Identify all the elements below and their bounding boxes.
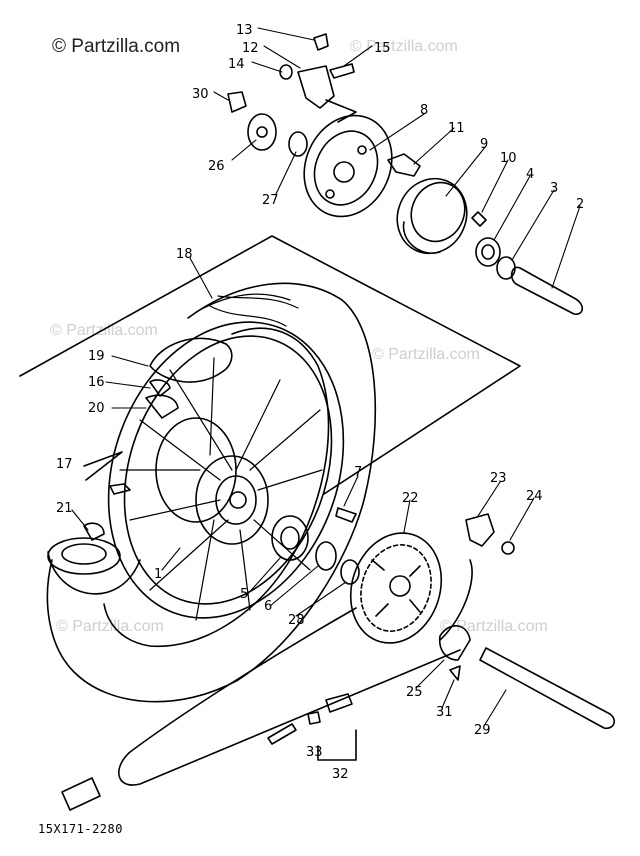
callout-27: 27 <box>262 193 279 208</box>
watermark-main: © Partzilla.com <box>52 36 181 57</box>
callout-31: 31 <box>436 705 453 720</box>
spacer-2 <box>510 266 584 315</box>
callout-2: 2 <box>576 197 584 212</box>
camshaft <box>387 153 421 177</box>
callout-23: 23 <box>490 471 507 486</box>
callout-15: 15 <box>374 41 391 56</box>
watermark: © Partzilla.com <box>50 322 158 339</box>
callout-24: 24 <box>526 489 543 504</box>
bracket-17 <box>83 451 123 481</box>
callout-25: 25 <box>406 685 423 700</box>
callout-1: 1 <box>154 567 162 582</box>
callout-3: 3 <box>550 181 558 196</box>
spokes <box>119 357 323 621</box>
rim-band <box>145 394 179 419</box>
callout-8: 8 <box>420 103 428 118</box>
bracket-32 <box>317 729 357 761</box>
bolt-31 <box>449 665 461 681</box>
hub <box>195 455 269 545</box>
callout-28: 28 <box>288 613 305 628</box>
leader-lines <box>71 27 581 727</box>
axle <box>479 647 616 730</box>
callout-9: 9 <box>480 137 488 152</box>
hub-center <box>229 491 247 509</box>
diagram-code: 15X171-2280 <box>38 822 123 836</box>
tire-group-box <box>19 235 521 495</box>
rim-inner <box>123 335 333 605</box>
watermark: © Partzilla.com <box>372 346 480 363</box>
oil-seal-6 <box>315 541 337 571</box>
watermark: © Partzilla.com <box>56 618 164 635</box>
spring <box>471 211 487 227</box>
bearing-5 <box>271 515 309 561</box>
nut-24 <box>501 541 515 555</box>
callout-18: 18 <box>176 247 193 262</box>
bracket-leader <box>325 99 357 123</box>
callout-11: 11 <box>448 121 465 136</box>
callout-5: 5 <box>240 587 248 602</box>
rear-wheel <box>46 282 377 703</box>
callout-30: 30 <box>192 87 209 102</box>
chain-joint <box>325 693 353 713</box>
drive-chain <box>118 559 473 786</box>
brake-shoes <box>396 177 468 255</box>
nut-14 <box>279 64 293 80</box>
callout-22: 22 <box>402 491 419 506</box>
brake-shoe-plate <box>303 114 393 218</box>
spoke-nipple-group <box>109 483 131 495</box>
collar-27 <box>288 131 308 157</box>
callout-29: 29 <box>474 723 491 738</box>
callout-32: 32 <box>332 767 349 782</box>
callout-6: 6 <box>264 599 272 614</box>
bearing-4-inner <box>481 244 495 260</box>
callout-4: 4 <box>526 167 534 182</box>
bearing-4 <box>475 237 501 267</box>
collar-30 <box>227 91 247 113</box>
callout-10: 10 <box>500 151 517 166</box>
camshaft-lever <box>297 65 335 109</box>
callout-16: 16 <box>88 375 105 390</box>
tube-opening-inner <box>61 543 107 565</box>
callout-21: 21 <box>56 501 73 516</box>
sprocket <box>349 532 443 644</box>
clutch-hub <box>247 113 277 151</box>
valve-cap <box>149 379 171 397</box>
chain-puller <box>465 513 495 547</box>
callout-17: 17 <box>56 457 73 472</box>
stud-bolt-7 <box>335 507 357 523</box>
tube <box>149 337 233 383</box>
bolt-13 <box>313 33 329 51</box>
callout-14: 14 <box>228 57 245 72</box>
collar-28 <box>340 559 360 585</box>
rim-lock <box>83 522 105 541</box>
callout-12: 12 <box>242 41 259 56</box>
front-arrow-icon <box>61 777 101 811</box>
master-link-clip <box>307 711 321 725</box>
rim <box>107 321 345 619</box>
callout-7: 7 <box>354 465 362 480</box>
tube-band <box>47 551 141 595</box>
callout-20: 20 <box>88 401 105 416</box>
tire-outer <box>46 282 377 703</box>
callout-19: 19 <box>88 349 105 364</box>
watermark: © Partzilla.com <box>350 38 458 55</box>
callout-13: 13 <box>236 23 253 38</box>
chain-end <box>267 723 297 745</box>
callout-33: 33 <box>306 745 323 760</box>
tire-tread <box>195 293 299 327</box>
callout-26: 26 <box>208 159 225 174</box>
